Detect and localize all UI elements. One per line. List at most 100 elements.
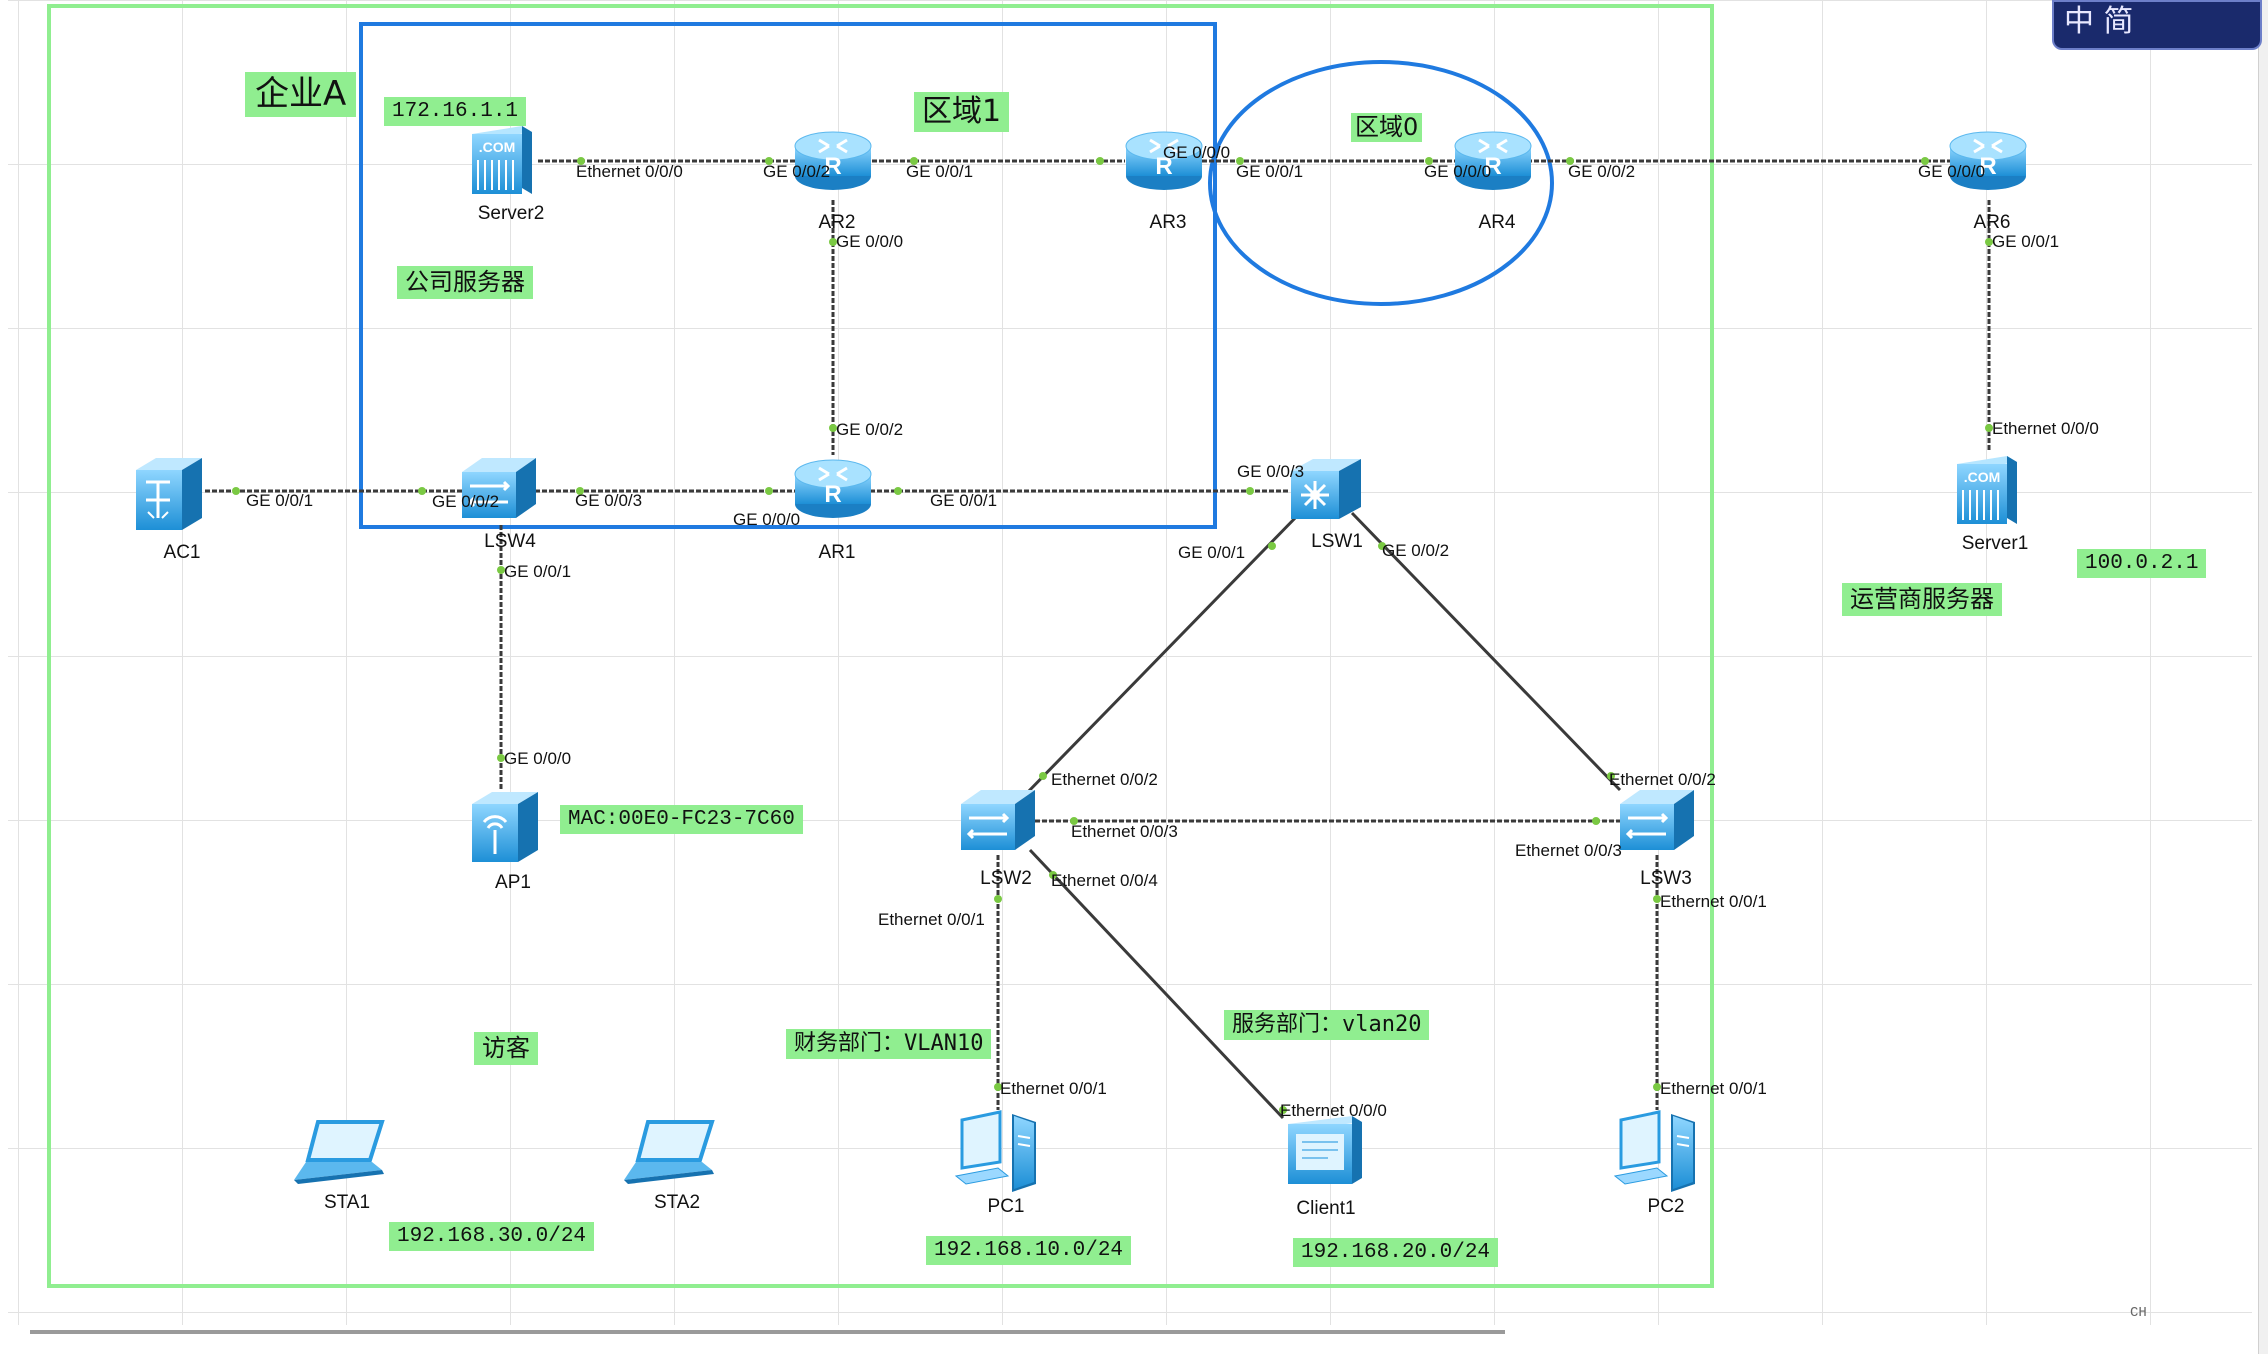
subnet-20-note: 192.168.20.0/24 [1293,1238,1499,1268]
port-label: Ethernet 0/0/3 [1071,822,1178,841]
device-pc2[interactable]: PC2 [1613,1110,1697,1217]
server-icon [471,125,533,195]
link-lsw1-lsw2[interactable] [1023,511,1302,797]
device-label: LSW3 [1640,868,1692,889]
device-sta2[interactable]: STA2 [622,1120,716,1213]
ime-mode-text: 中 简 [2064,4,2134,39]
device-label: AR1 [819,542,856,563]
port-dot [1607,772,1615,780]
device-label: STA1 [324,1192,370,1213]
port-dot [1985,238,1993,246]
company-server-note: 公司服务器 [397,266,533,299]
device-server1[interactable]: Server1 [1956,455,2029,554]
switch-icon [1618,788,1696,852]
port-label: GE 0/0/1 [1236,162,1303,181]
device-label: LSW1 [1311,531,1363,552]
port-label: Ethernet 0/0/2 [1609,770,1716,789]
port-label: GE 0/0/1 [930,491,997,510]
enterprise-a-boundary [47,4,1714,1288]
device-ar2[interactable]: AR2 [793,130,873,233]
port-dot [910,157,918,165]
ime-status-bar[interactable]: 中 简 [2052,0,2262,50]
device-client1[interactable]: Client1 [1287,1115,1363,1219]
port-label: GE 0/0/1 [906,162,973,181]
device-lsw1[interactable]: LSW1 [1289,457,1363,552]
zone1-boundary [359,22,1217,529]
device-label: LSW4 [484,531,536,552]
port-dot [1246,487,1254,495]
port-dot [497,566,505,574]
port-label: Ethernet 0/0/1 [1000,1079,1107,1098]
port-dot [1039,772,1047,780]
port-label: GE 0/0/0 [733,510,800,529]
port-label: GE 0/0/2 [836,420,903,439]
zone1-label: 区域1 [914,92,1010,132]
device-sta1[interactable]: STA1 [292,1120,386,1213]
device-lsw3[interactable]: LSW3 [1618,788,1696,889]
device-label: AR4 [1479,212,1516,233]
port-label: Ethernet 0/0/3 [1515,841,1622,860]
port-dot [1653,1083,1661,1091]
port-label: Ethernet 0/0/1 [878,910,985,929]
port-dot [1049,871,1057,879]
port-label: GE 0/0/2 [1568,162,1635,181]
port-label: GE 0/0/0 [1424,162,1491,181]
router-icon [1948,130,2028,192]
port-dot [994,895,1002,903]
port-label: Ethernet 0/0/1 [1660,892,1767,911]
port-label: Ethernet 0/0/2 [1051,770,1158,789]
pc-icon [954,1110,1038,1194]
pc-icon [1613,1110,1697,1194]
link-lsw2-client1[interactable] [1028,848,1285,1120]
port-dot [829,238,837,246]
finance-vlan-note: 财务部门：VLAN10 [786,1029,992,1060]
horizontal-scrollbar[interactable] [30,1330,1505,1334]
port-dot [1070,817,1078,825]
port-label: Ethernet 0/0/4 [1051,871,1158,890]
server1-ip-note: 100.0.2.1 [2077,549,2207,579]
subnet-10-note: 192.168.10.0/24 [926,1236,1132,1266]
device-ar3[interactable]: AR3 [1124,130,1204,233]
port-dot [994,1083,1002,1091]
ap-mac-note: MAC:00E0-FC23-7C60 [560,805,803,835]
device-label: AR3 [1150,212,1187,233]
port-label: GE 0/0/3 [1237,462,1304,481]
device-ap1[interactable]: AP1 [470,790,540,893]
ime-lang-indicator[interactable]: CH [2130,1305,2147,1321]
port-dot [765,487,773,495]
port-label: GE 0/0/1 [504,562,571,581]
subnet-30-note: 192.168.30.0/24 [389,1222,595,1252]
device-label: Server2 [478,203,545,224]
access-point-icon [470,790,540,864]
port-dot [1566,157,1574,165]
port-label: GE 0/0/0 [836,232,903,251]
port-label: GE 0/0/3 [575,491,642,510]
link-lsw1-lsw3[interactable] [1350,511,1622,792]
port-label: GE 0/0/2 [763,162,830,181]
vertical-scrollbar[interactable] [2258,0,2268,1354]
port-dot [1096,157,1104,165]
port-dot [765,157,773,165]
device-ar4[interactable]: AR4 [1453,130,1533,233]
device-ar1[interactable]: AR1 [793,458,873,563]
device-label: PC1 [988,1196,1025,1217]
device-ar6[interactable]: AR6 [1948,130,2028,233]
device-ac1[interactable]: AC1 [134,456,204,563]
port-label: Ethernet 0/0/0 [1280,1101,1387,1120]
device-lsw2[interactable]: LSW2 [959,788,1037,889]
device-pc1[interactable]: PC1 [954,1110,1038,1217]
port-dot [577,157,585,165]
device-label: PC2 [1648,1196,1685,1217]
port-label: GE 0/0/1 [246,491,313,510]
server-icon [1956,455,2018,525]
port-label: Ethernet 0/0/0 [1992,419,2099,438]
client-icon [1287,1115,1363,1185]
device-label: Server1 [1962,533,2029,554]
enterprise-title: 企业A [245,72,357,117]
device-lsw4[interactable]: LSW4 [460,456,538,552]
port-dot [1921,157,1929,165]
device-server2[interactable]: Server2 [471,125,545,224]
port-dot [1236,157,1244,165]
device-label: AR2 [819,212,856,233]
